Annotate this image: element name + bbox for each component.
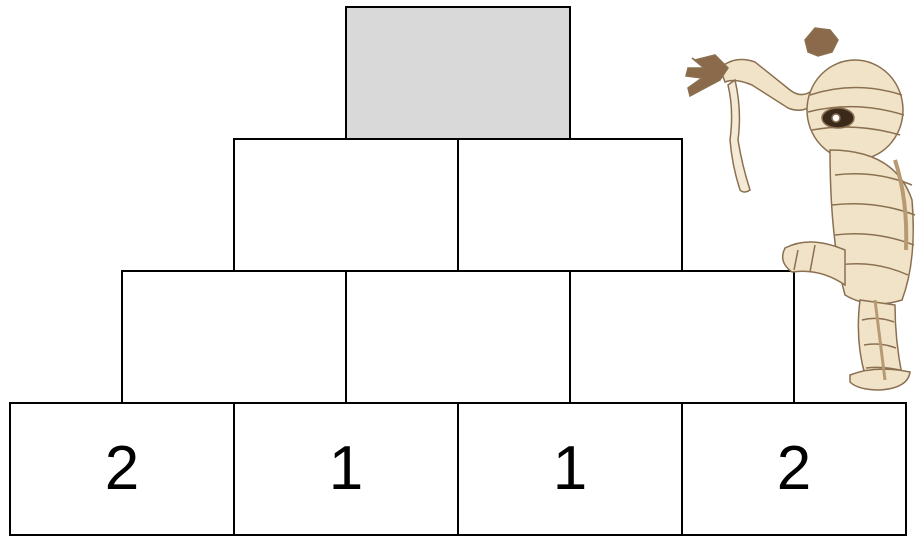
mummy-icon [680, 0, 917, 400]
pyramid-cell-row2-2[interactable] [457, 138, 683, 272]
pyramid-cell-base-3: 1 [457, 402, 683, 536]
pyramid-cell-row2-1[interactable] [233, 138, 459, 272]
pyramid-cell-row3-1[interactable] [121, 270, 347, 404]
pyramid-cell-base-2: 1 [233, 402, 459, 536]
pyramid-cell-top[interactable] [345, 6, 571, 140]
pyramid-cell-row3-2[interactable] [345, 270, 571, 404]
pyramid-cell-base-4: 2 [681, 402, 907, 536]
pyramid-cell-base-1: 2 [9, 402, 235, 536]
